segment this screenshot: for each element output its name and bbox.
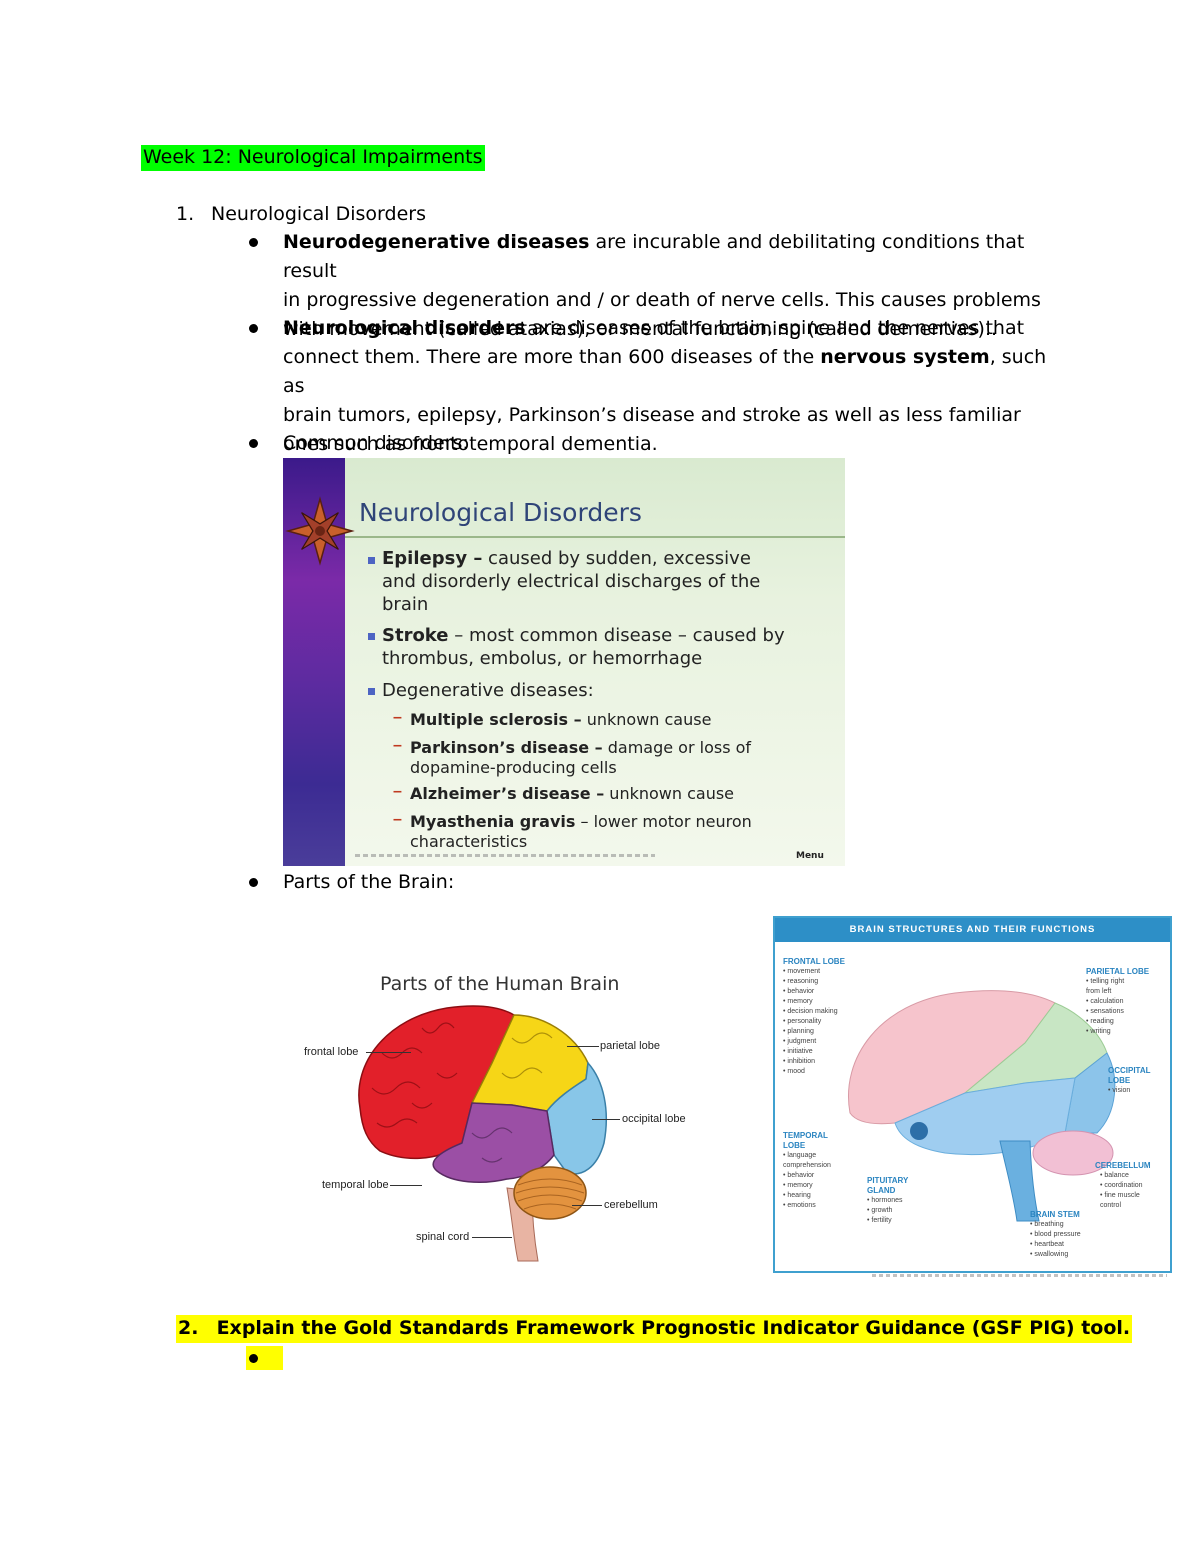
parts-of-brain-figure: Parts of the Human Brain [282,893,712,1285]
slide-title: Neurological Disorders [359,498,642,527]
section-2-heading: 2. Explain the Gold Standards Framework … [176,1314,1133,1343]
bullet-dot [249,1354,258,1363]
cerebellum-title: CEREBELLUM [1095,1161,1151,1170]
star-logo-icon [285,496,355,566]
label-cerebellum: cerebellum [604,1199,658,1211]
bullet-neurological-disorders: Neurological disorders are diseases of t… [283,317,1047,455]
brain-figure-title: Parts of the Human Brain [380,973,620,995]
slide-footer-copyright [355,854,655,857]
leader-line [572,1205,602,1206]
brain-illustration [358,1005,607,1262]
leader-line [567,1046,599,1047]
bullet-parts-of-brain: Parts of the Brain: [283,871,455,893]
parietal-lobe-title: PARIETAL LOBE [1086,967,1150,976]
label-frontal-lobe: frontal lobe [304,1046,359,1058]
chart-credit-line [872,1274,1167,1277]
slide-item-stroke: Stroke – most common disease – caused by… [382,625,785,669]
bullet-neurodegenerative: Neurodegenerative diseases are incurable… [283,231,1041,340]
brain-stem-functions: • breathing• blood pressure • heartbeat•… [1030,1221,1081,1258]
occipital-lobe-functions: • vision [1108,1087,1131,1094]
section-1-heading: Neurological Disorders [211,203,426,225]
slide-bullet-icon [368,557,375,564]
slide-divider [345,536,845,538]
bullet-common-disorders: Common disorders: [283,432,469,454]
label-spinal-cord: spinal cord [416,1231,470,1243]
chart-header: BRAIN STRUCTURES AND THEIR FUNCTIONS [775,918,1170,942]
slide-dash: – [393,783,402,800]
leader-line [390,1185,422,1186]
label-occipital-lobe: occipital lobe [622,1113,686,1125]
brain-structures-illustration [848,990,1116,1222]
parietal-lobe-functions: • telling right from left • calculation•… [1086,978,1125,1035]
slide-item-degenerative: Degenerative diseases: [382,680,594,701]
frontal-lobe-functions: • movement• reasoning • behavior• memory… [783,968,838,1075]
slide-menu-label: Menu [796,851,824,861]
bullet-dot [249,324,258,333]
bullet-dot [249,238,258,247]
pituitary-gland-functions: • hormones• growth • fertility [867,1197,903,1224]
slide-bullet-icon [368,688,375,695]
page-title: Week 12: Neurological Impairments [141,143,485,172]
bullet-dot [249,878,258,887]
label-temporal-lobe: temporal lobe [322,1179,389,1191]
slide-item-ms: Multiple sclerosis – unknown cause [410,710,712,729]
leader-line [472,1237,512,1238]
brain-stem-title: BRAIN STEM [1030,1210,1080,1219]
neurological-disorders-slide: Neurological Disorders Epilepsy – caused… [283,458,845,866]
slide-item-parkinsons: Parkinson’s disease – damage or loss of … [410,738,752,777]
slide-dash: – [393,737,402,754]
slide-bullet-icon [368,633,375,640]
slide-dash: – [393,811,402,828]
label-parietal-lobe: parietal lobe [600,1040,660,1052]
slide-item-epilepsy: Epilepsy – caused by sudden, excessive a… [382,548,761,615]
bullet-dot [249,439,258,448]
leader-line [592,1119,620,1120]
slide-item-alzheimers: Alzheimer’s disease – unknown cause [410,784,735,803]
frontal-lobe-title: FRONTAL LOBE [783,957,845,966]
empty-answer-bullet[interactable] [246,1346,283,1370]
slide-dash: – [393,709,402,726]
section-1-number: 1. [176,203,195,225]
cerebellum-functions: • balance• coordination • fine muscle co… [1100,1172,1143,1209]
leader-line [366,1052,411,1053]
slide-item-myasthenia: Myasthenia gravis – lower motor neuron c… [410,812,752,851]
temporal-lobe-functions: • language comprehension • behavior• mem… [783,1152,831,1209]
brain-structures-chart: BRAIN STRUCTURES AND THEIR FUNCTIONS FRO… [773,916,1172,1273]
